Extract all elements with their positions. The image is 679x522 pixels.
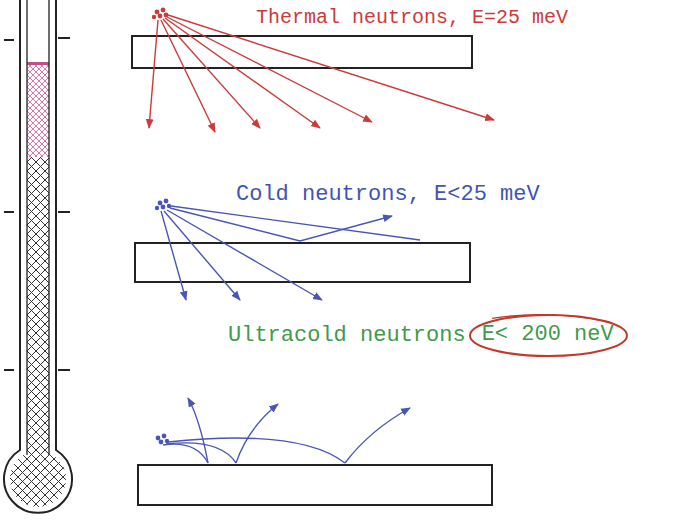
caption-label: Ultracold neutrons	[228, 323, 466, 349]
caption-label: Thermal neutrons, E=25 meV	[256, 6, 568, 30]
caption-label: Cold neutrons, E<25 meV	[236, 182, 540, 208]
energy-label: E< 200 neV	[482, 322, 614, 348]
highlight-ellipse: E< 200 neV	[468, 313, 629, 358]
ultracold-bounce	[138, 398, 492, 505]
cold-scatter	[135, 199, 470, 300]
thermometer	[0, 0, 80, 517]
